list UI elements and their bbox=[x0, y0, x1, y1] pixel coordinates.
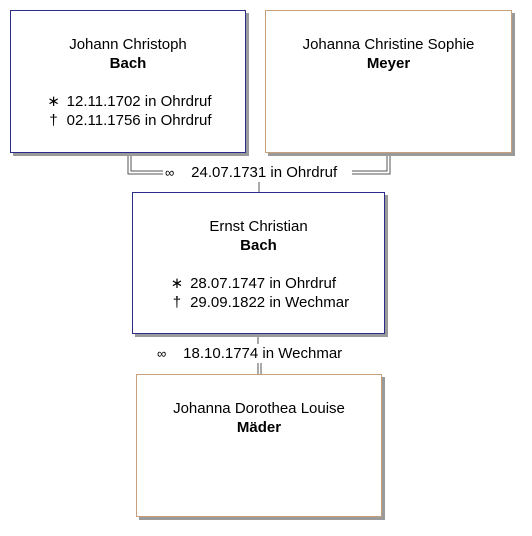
person-box-child[interactable]: Ernst Christian Bach ∗ 28.07.1747 in Ohr… bbox=[132, 192, 385, 334]
person-box-spouse[interactable]: Johanna Dorothea Louise Mäder bbox=[136, 374, 382, 517]
birth-event: ∗ 12.11.1702 in Ohrdruf bbox=[45, 92, 212, 111]
marriage-label-parents: ∞ 24.07.1731 in Ohrdruf bbox=[163, 163, 340, 182]
person-box-father[interactable]: Johann Christoph Bach ∗ 12.11.1702 in Oh… bbox=[10, 10, 246, 153]
person-given-name: Johanna Christine Sophie bbox=[302, 36, 475, 53]
person-events: ∗ 28.07.1747 in Ohrdruf † 29.09.1822 in … bbox=[168, 274, 349, 312]
marriage-rings-icon: ∞ bbox=[165, 165, 174, 180]
death-event: † 29.09.1822 in Wechmar bbox=[168, 293, 349, 312]
birth-event: ∗ 28.07.1747 in Ohrdruf bbox=[168, 274, 349, 293]
person-box-mother[interactable]: Johanna Christine Sophie Meyer bbox=[265, 10, 512, 153]
person-surname: Bach bbox=[109, 55, 147, 72]
death-event: † 02.11.1756 in Ohrdruf bbox=[45, 111, 212, 130]
person-events: ∗ 12.11.1702 in Ohrdruf † 02.11.1756 in … bbox=[45, 92, 212, 130]
marriage-text: 18.10.1774 in Wechmar bbox=[183, 345, 343, 362]
death-text: 29.09.1822 in Wechmar bbox=[190, 294, 350, 311]
marriage-label-child: ∞ 18.10.1774 in Wechmar bbox=[155, 344, 345, 363]
person-surname: Meyer bbox=[366, 55, 411, 72]
birth-text: 12.11.1702 in Ohrdruf bbox=[66, 93, 212, 110]
birth-icon: ∗ bbox=[47, 93, 60, 110]
marriage-rings-icon: ∞ bbox=[157, 346, 166, 361]
birth-icon: ∗ bbox=[170, 275, 184, 292]
marriage-text: 24.07.1731 in Ohrdruf bbox=[191, 164, 338, 181]
person-given-name: Johanna Dorothea Louise bbox=[173, 400, 345, 417]
person-given-name: Ernst Christian bbox=[209, 218, 308, 235]
death-icon: † bbox=[49, 112, 58, 129]
person-surname: Mäder bbox=[236, 419, 282, 436]
death-icon: † bbox=[172, 294, 182, 311]
birth-text: 28.07.1747 in Ohrdruf bbox=[190, 275, 337, 292]
person-given-name: Johann Christoph bbox=[69, 36, 187, 53]
death-text: 02.11.1756 in Ohrdruf bbox=[66, 112, 212, 129]
person-surname: Bach bbox=[240, 237, 277, 254]
